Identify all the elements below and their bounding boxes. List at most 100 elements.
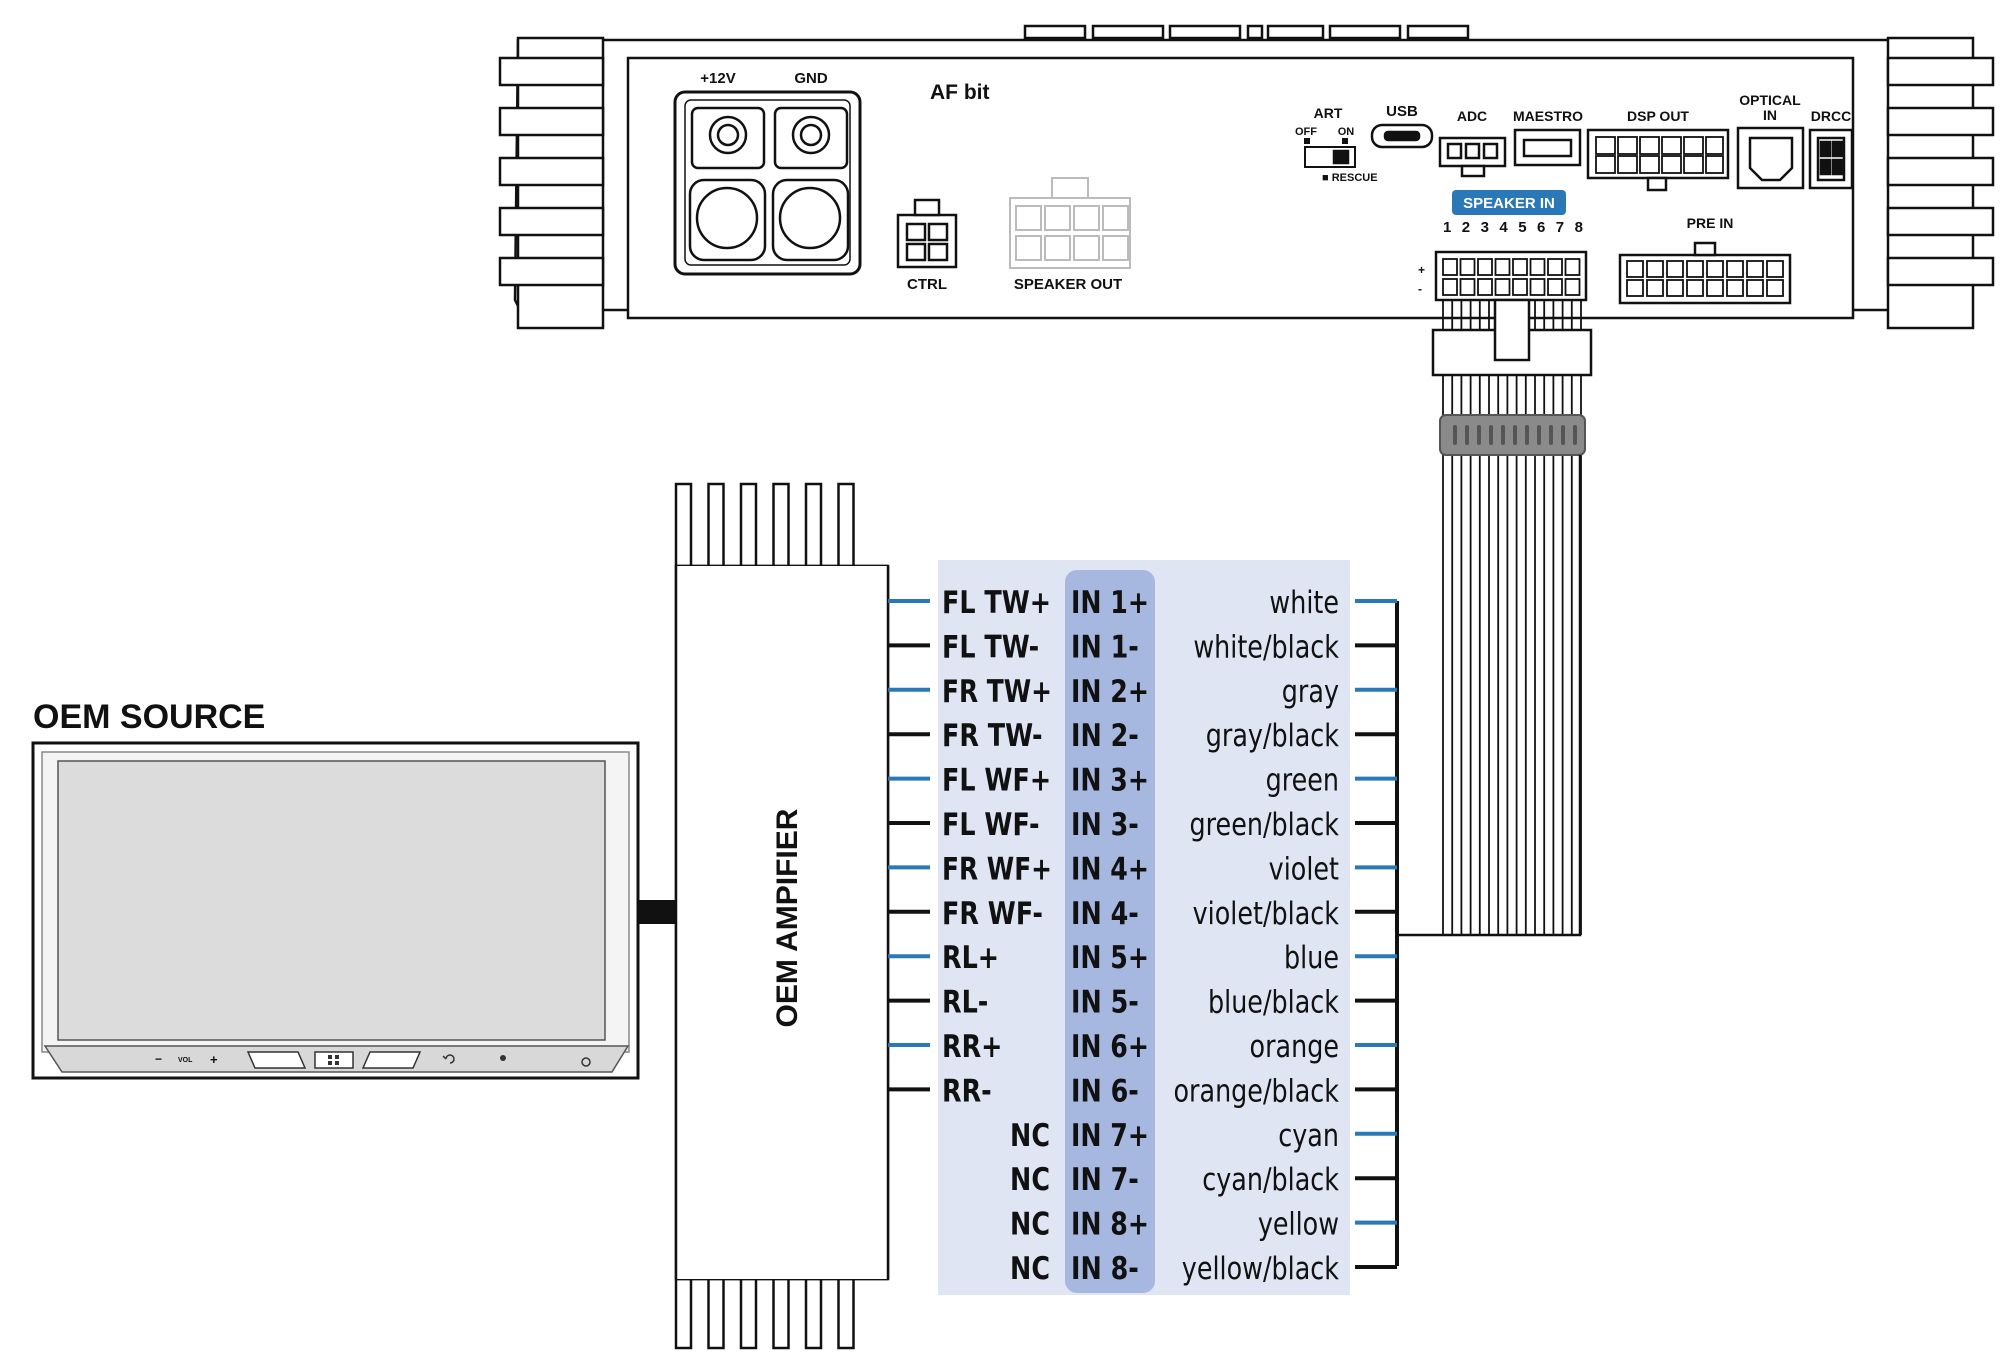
speaker-in-pin-bottom [1442,278,1458,296]
pre-in-pin [1726,279,1744,297]
oem-output-label: FL WF- [942,807,1040,843]
label-optical-in: IN [1763,107,1777,123]
art-on-marker [1342,138,1348,144]
sleeve-slot [1549,425,1553,445]
sleeve-slot [1477,425,1481,445]
speaker-in-pin-bottom [1547,278,1563,296]
pre-in-pin [1646,260,1664,278]
speaker-out-connector [1009,177,1131,269]
speaker-in-pin-top [1512,258,1528,276]
vol-plus-icon: + [210,1052,218,1067]
pre-in-pin [1666,260,1684,278]
adc-connector [1438,136,1507,178]
pre-in-pin [1766,260,1784,278]
wire-color-label: orange/black [1173,1073,1339,1109]
wiring-row: RL-IN 5-blue/black [888,985,1397,1021]
oem-amp-top-fin [739,482,758,566]
wire-color-label: green [1266,763,1339,799]
oem-amp-top-fin [804,482,823,566]
oem-amp-bottom-fin [837,1279,855,1350]
wire-color-label: yellow [1258,1207,1339,1243]
wire-color-label: cyan/black [1202,1162,1339,1198]
speaker-in-pin-bottom [1512,278,1528,296]
pre-in-pin [1666,279,1684,297]
oem-output-label: FR TW+ [942,674,1052,710]
wiring-row: FR WF+IN 4+violet [888,851,1397,887]
oem-amp-bottom-fin [739,1279,758,1350]
wiring-row: FR TW+IN 2+gray [888,674,1397,710]
optical-in-port [1736,126,1805,190]
sleeve-slot [1513,425,1517,445]
oem-output-label: FR WF- [942,896,1043,932]
harness-plug-latch [1493,298,1531,362]
label-drcc: DRCC [1811,108,1851,124]
drcc-connector [1808,128,1854,190]
label-rescue: ■ RESCUE [1322,172,1378,184]
input-channel-label: IN 3+ [1071,763,1149,799]
label-art: ART [1314,105,1343,121]
speaker-in-pin-number: 2 [1462,219,1470,236]
headunit-key-right [361,1051,422,1069]
af-bit-amplifier [498,24,1995,330]
harness-sleeve [1439,414,1586,456]
oem-output-label: RL+ [942,940,999,976]
speaker-in-pin-top [1547,258,1563,276]
sleeve-slot [1501,425,1505,445]
label-art-off: OFF [1295,126,1317,138]
wiring-row: RR+IN 6+orange [888,1029,1397,1065]
oem-source-title: OEM SOURCE [33,698,265,736]
label-speaker-in-minus: - [1418,282,1422,296]
label-art-on: ON [1338,126,1355,138]
speaker-in-pin-top [1442,258,1458,276]
speaker-in-pin-top [1564,258,1581,276]
amp-left-heatsink [498,36,605,330]
oem-output-label: FL TW- [942,629,1039,665]
oem-amplifier-title: OEM AMPIFIER [771,808,804,1027]
wire-color-label: green/black [1190,807,1339,843]
wiring-row: FR TW-IN 2-gray/black [888,718,1397,754]
pre-in-pin [1626,260,1644,278]
speaker-in-harness [1431,298,1593,935]
bus-to-harness-wire [1397,455,1582,937]
oem-output-label: FR TW- [942,718,1043,754]
pre-in-pin [1706,260,1724,278]
oem-output-label: RR+ [942,1029,1002,1065]
wire-color-label: violet [1269,851,1339,887]
oem-amp-top-fin [674,482,693,566]
headunit-screen [57,760,606,1041]
sleeve-slot [1537,425,1541,445]
input-channel-label: IN 6- [1071,1073,1139,1109]
amp-top-vents [1023,24,1470,40]
wiring-row: FL WF-IN 3-green/black [888,807,1397,843]
speaker-in-pin-top [1459,258,1476,276]
speaker-in-pin-number: 5 [1518,219,1526,236]
ctrl-connector [896,198,958,269]
input-column [1065,570,1155,1293]
headunit-key-home [314,1051,354,1069]
speaker-in-pin-number: 8 [1575,219,1583,236]
oem-amp-top-fin [707,482,725,566]
speaker-in-pin-bottom [1529,278,1546,296]
wiring-row: RR-IN 6-orange/black [888,1073,1397,1109]
pre-in-pin [1686,260,1704,278]
art-off-marker [1304,138,1310,144]
speaker-in-pin-number: 3 [1481,219,1489,236]
wiring-row: FR WF-IN 4-violet/black [888,896,1397,932]
input-channel-label: IN 5+ [1071,940,1149,976]
input-channel-label: IN 8+ [1071,1207,1149,1243]
wire-color-label: white [1269,585,1339,621]
back-icon [442,1054,455,1064]
oem-amplifier [674,482,890,1350]
speaker-in-pin-bottom [1564,278,1581,296]
input-channel-label: IN 2- [1071,718,1139,754]
input-channel-label: IN 6+ [1071,1029,1149,1065]
oem-source-headunit: OEM SOURCE − VOL + [31,698,676,1080]
sleeve-slot [1525,425,1529,445]
vol-minus-icon: − [155,1052,162,1066]
usb-port [1370,123,1434,149]
oem-output-label: FR WF+ [942,851,1052,887]
label-dsp-out: DSP OUT [1627,108,1689,124]
